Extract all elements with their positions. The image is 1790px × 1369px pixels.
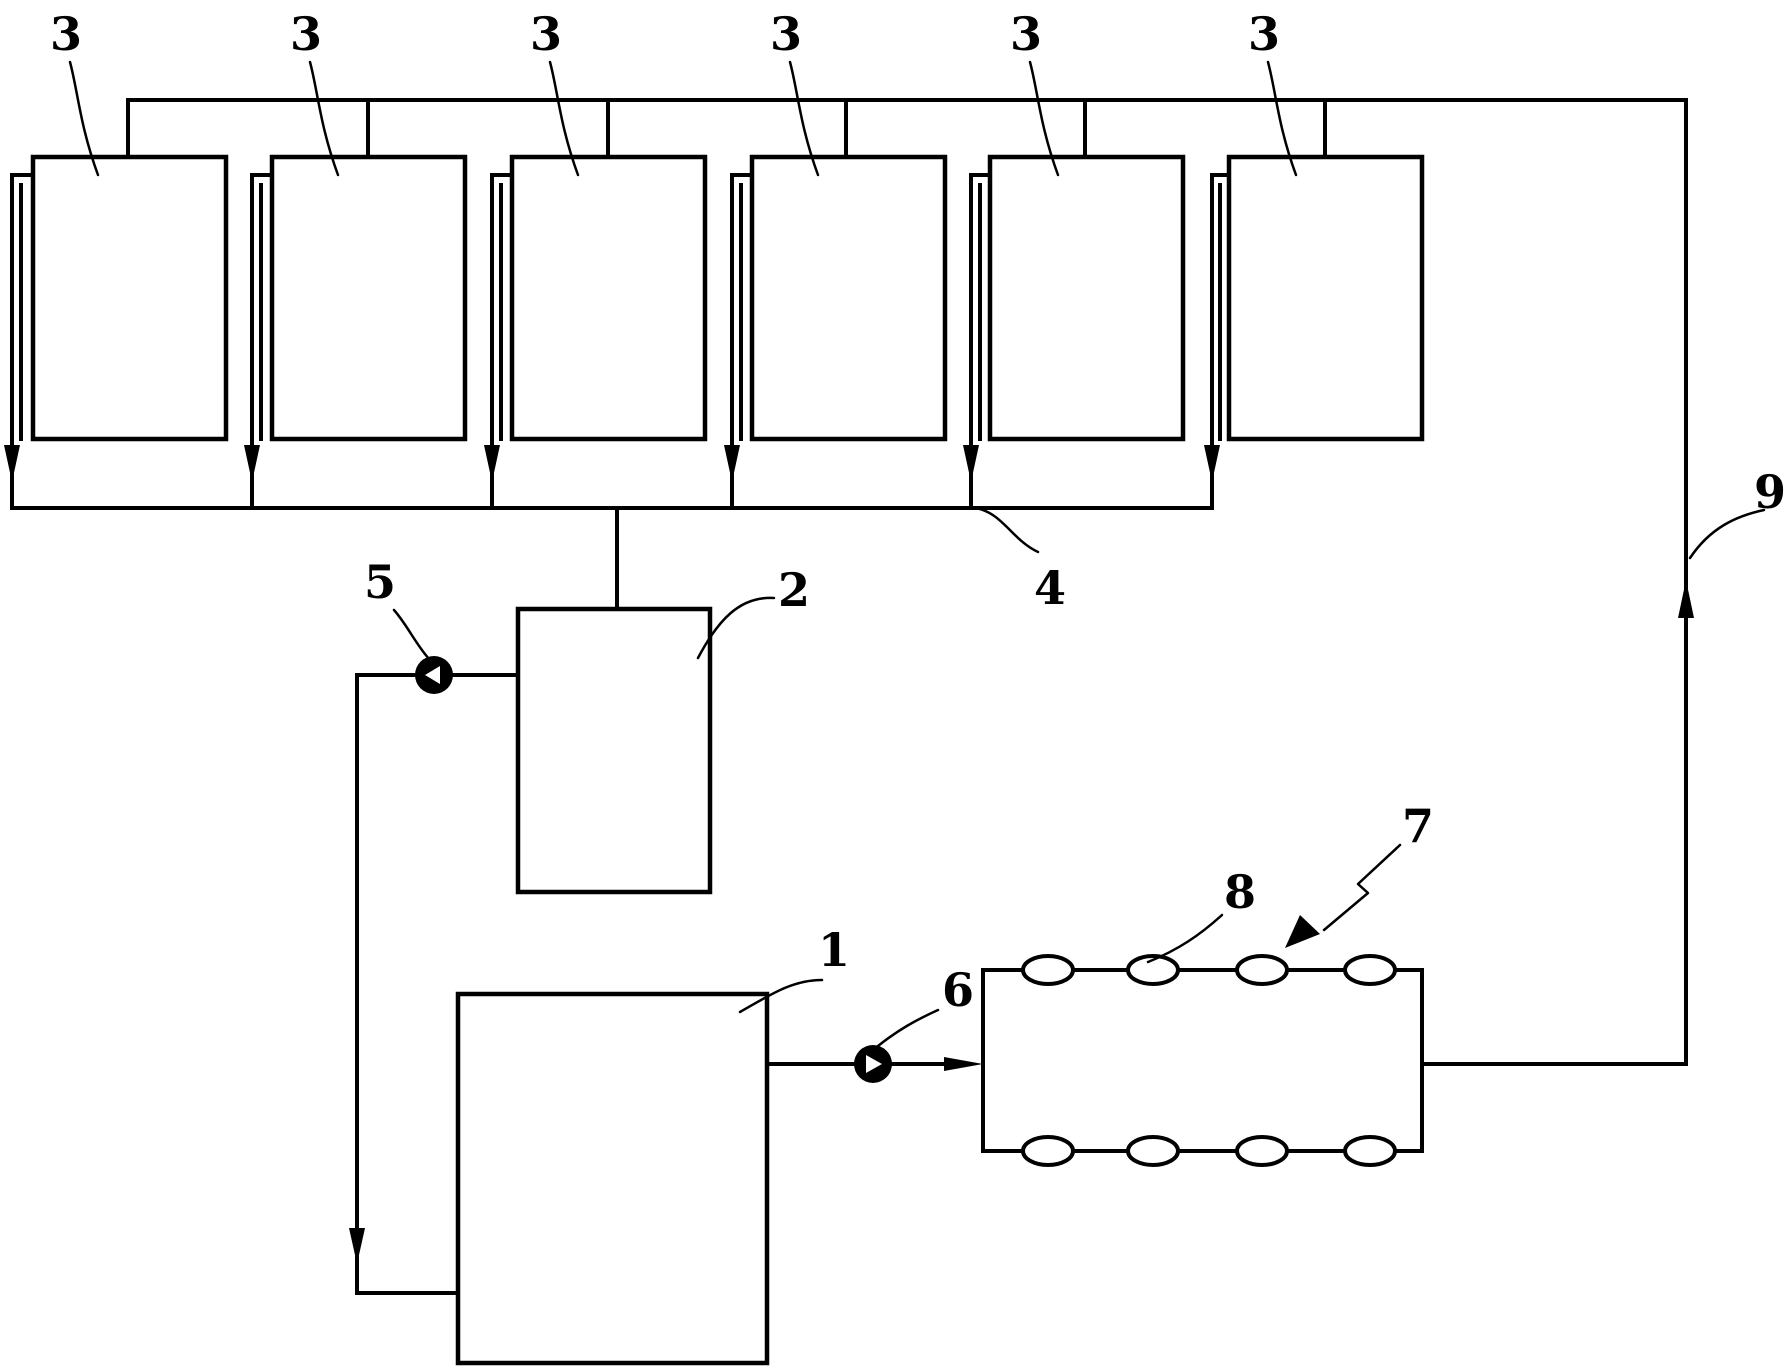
top-supply-header <box>126 98 1688 159</box>
label-2: 2 <box>778 563 810 617</box>
unit-3-d <box>724 154 948 510</box>
label-4: 4 <box>1034 561 1066 615</box>
leader-lines <box>68 60 1766 1048</box>
tank-2 <box>515 606 713 895</box>
label-3: 3 <box>1248 7 1280 61</box>
label-3: 3 <box>530 7 562 61</box>
label-3: 3 <box>770 7 802 61</box>
spray-assembly-7 <box>981 954 1424 1167</box>
tank-1 <box>455 991 770 1366</box>
label-8: 8 <box>1224 865 1256 919</box>
nozzle <box>1343 1135 1397 1167</box>
pump-6-icon <box>854 1045 892 1083</box>
label-9: 9 <box>1754 465 1786 519</box>
label-3: 3 <box>1010 7 1042 61</box>
pointer-arrowhead <box>1285 915 1320 948</box>
nozzle <box>1235 1135 1289 1167</box>
unit-3-a <box>4 154 229 510</box>
nozzle <box>1021 954 1075 986</box>
label-7: 7 <box>1402 799 1434 853</box>
return-pipe <box>1420 98 1694 1066</box>
unit-3-c <box>484 154 708 510</box>
nozzle <box>1126 1135 1180 1167</box>
unit-3-b <box>244 154 468 510</box>
label-3: 3 <box>290 7 322 61</box>
unit-3-f <box>1204 154 1425 510</box>
label-5: 5 <box>364 555 396 609</box>
unit-3-e <box>963 154 1186 510</box>
nozzle <box>1235 954 1289 986</box>
label-3: 3 <box>50 7 82 61</box>
nozzle <box>1021 1135 1075 1167</box>
reference-labels: 3 3 3 3 3 3 4 2 5 1 6 8 7 9 <box>50 7 1786 1017</box>
label-1: 1 <box>818 923 850 977</box>
label-6: 6 <box>942 963 974 1017</box>
nozzle <box>1126 954 1180 986</box>
nozzle <box>1343 954 1397 986</box>
pump-5-icon <box>415 656 453 694</box>
